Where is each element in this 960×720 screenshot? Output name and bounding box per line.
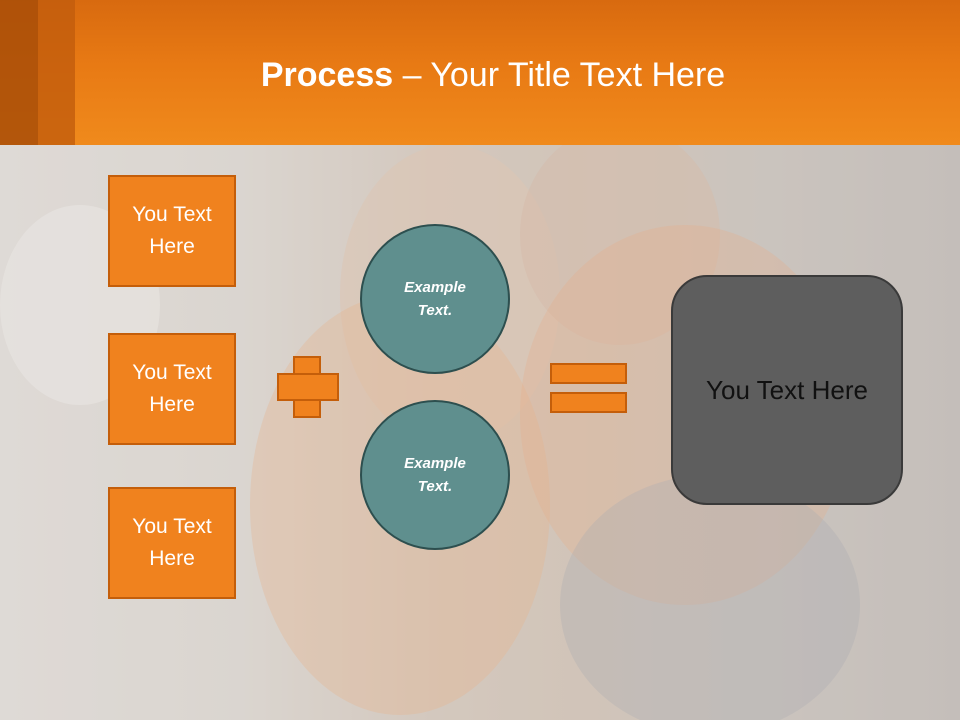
input-box-3: You Text Here [108,487,236,599]
input-box-2: You Text Here [108,333,236,445]
input-box-1: You Text Here [108,175,236,287]
example-circle-2: Example Text. [360,400,510,550]
result-box: You Text Here [671,275,903,505]
header-bar: Process – Your Title Text Here [0,0,960,145]
header-accent-stripe [38,0,75,145]
example-circle-1: Example Text. [360,224,510,374]
header-accent-stripe [0,0,38,145]
slide-title: Process – Your Title Text Here [260,56,726,94]
